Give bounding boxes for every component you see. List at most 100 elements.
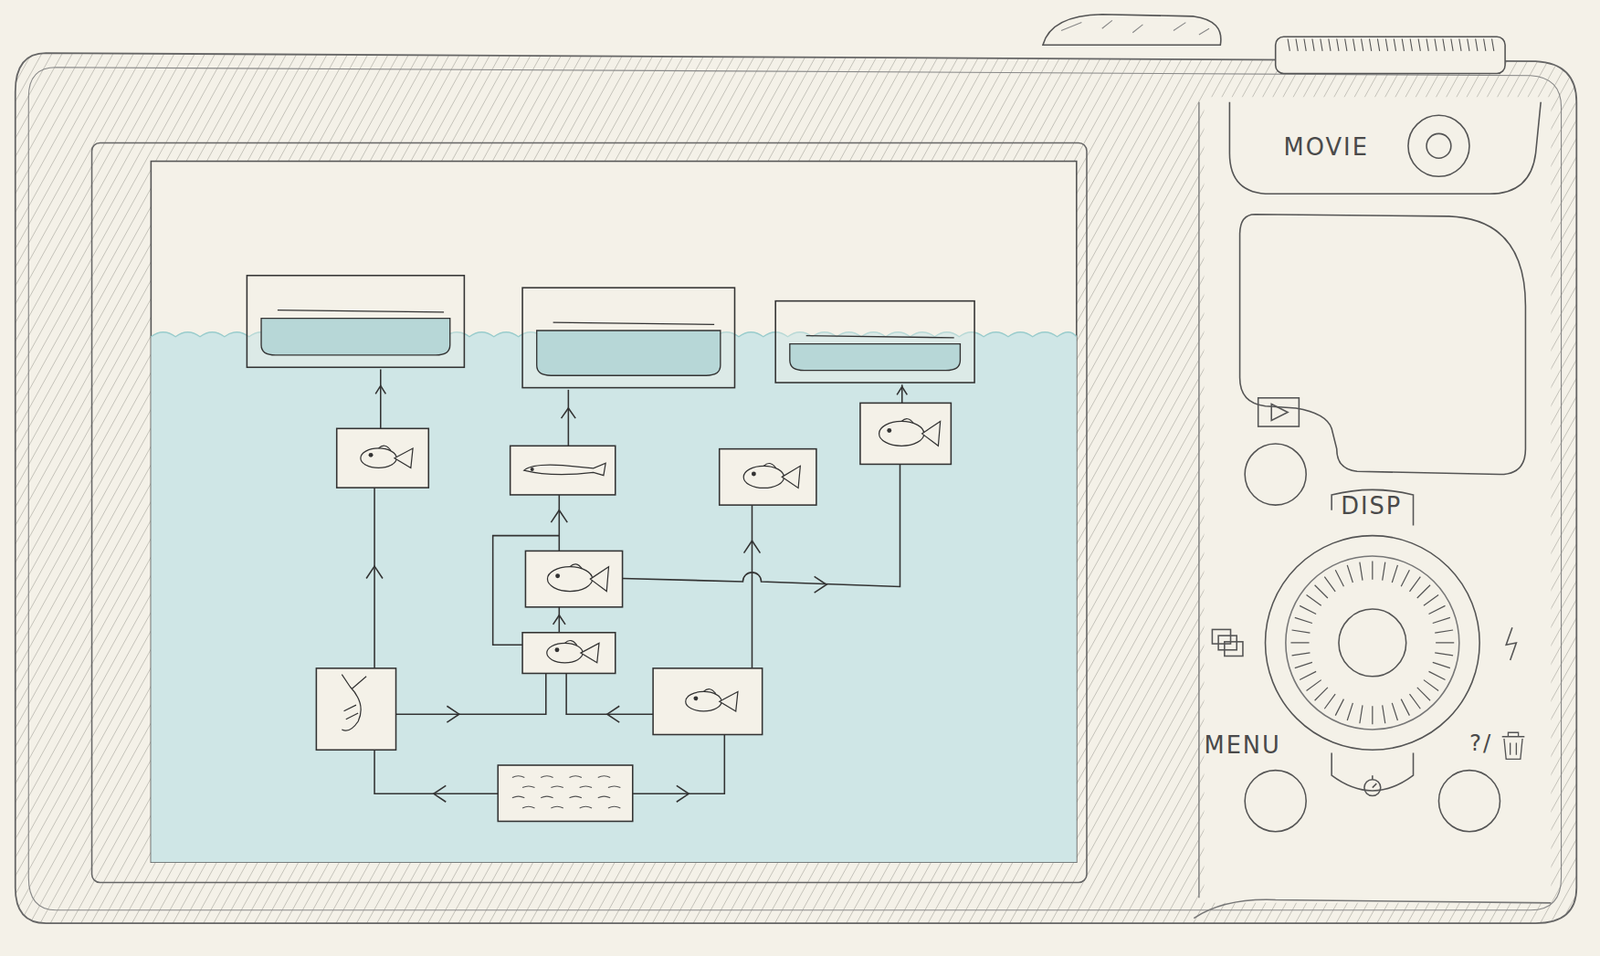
hatch-stroke (1153, 0, 1600, 956)
flow-line (558, 607, 561, 633)
box-frame (510, 445, 616, 495)
hatch-stroke (1203, 0, 1600, 956)
fish-tail (781, 465, 800, 488)
tank-frame (522, 287, 735, 389)
water (150, 332, 1076, 863)
fish-tail (589, 567, 609, 592)
tank-water (536, 330, 721, 376)
tank-rim (553, 322, 716, 325)
flow-line (622, 463, 901, 587)
tank-water (789, 344, 961, 371)
box-frame (719, 449, 817, 506)
hatch-stroke (1061, 0, 1592, 956)
fish-eye (368, 452, 374, 458)
burst-icon (1218, 635, 1237, 651)
box-frame (497, 765, 632, 822)
fish-eye (693, 695, 698, 701)
hatch-stroke (0, 0, 42, 956)
hatch-stroke (1122, 0, 1600, 956)
control-wheel (1265, 536, 1481, 751)
timer-tab (1331, 753, 1413, 791)
fish-fin (901, 419, 914, 424)
holding-tank (775, 301, 975, 383)
fish-tail (719, 691, 738, 711)
wheel-ridges (1290, 561, 1454, 726)
plankton (512, 776, 621, 809)
ok-button (1338, 609, 1407, 677)
hatch-stroke (1489, 0, 1600, 956)
flow-line (396, 673, 547, 715)
help-delete-button (1438, 770, 1500, 832)
lcd-screen (150, 161, 1076, 864)
hatch-stroke (0, 0, 93, 956)
hatch-stroke (1510, 0, 1600, 956)
fish-fin (763, 463, 776, 468)
arrow-head (446, 705, 459, 723)
wheel-ring (1285, 556, 1460, 730)
hatch-stroke (1581, 0, 1600, 956)
shutter-texture (1061, 20, 1210, 35)
tank-frame (775, 301, 975, 383)
fish-fin (564, 641, 577, 646)
fish-tail (580, 642, 600, 663)
hatch-stroke (1132, 0, 1600, 956)
arrow-head (676, 785, 689, 802)
fish-body (360, 448, 397, 468)
arrow-head (553, 615, 566, 625)
hatch-stroke (1275, 0, 1600, 956)
hatch-stroke (1347, 0, 1600, 956)
fish-fin (569, 564, 582, 569)
hatch-stroke (1459, 0, 1600, 956)
hatch-stroke (1102, 0, 1600, 956)
movie-recess (1229, 102, 1541, 195)
flow-line (374, 749, 498, 794)
hatch-stroke (1173, 0, 1600, 956)
box-frame (652, 668, 763, 736)
timer-icon-hand (1372, 775, 1377, 788)
button-label: MENU (1203, 734, 1281, 758)
mode-dial (1275, 36, 1506, 74)
arrow-head (366, 566, 383, 579)
organism-box (510, 445, 616, 495)
fish-eye (886, 428, 892, 433)
hatch-stroke (1357, 0, 1600, 956)
box-frame (525, 550, 622, 607)
hatch-stroke (1398, 0, 1600, 956)
arrow-head (896, 386, 907, 395)
thumb-rest (1240, 214, 1527, 475)
control-panel (1193, 102, 1551, 919)
fish-eye (751, 472, 757, 477)
hatch-stroke (1244, 0, 1600, 956)
hatch-stroke (1214, 0, 1600, 956)
camera-body (15, 52, 1578, 924)
hatch-stroke (1418, 0, 1600, 956)
hatch-stroke (1163, 0, 1600, 956)
fish-eye (555, 573, 560, 579)
hatch-stroke (1092, 0, 1600, 956)
fish-eye (530, 467, 535, 472)
arrow-head (375, 385, 386, 394)
flow-line (751, 505, 754, 669)
organism-box (522, 632, 616, 674)
box-frame (522, 632, 616, 674)
fish-eye (555, 647, 560, 653)
hatch-stroke (1591, 0, 1600, 956)
hatch-stroke (1550, 0, 1600, 956)
hatch-stroke (1561, 0, 1600, 956)
menu-button (1244, 770, 1306, 832)
holding-tank (246, 275, 464, 369)
timer-icon (1364, 779, 1381, 797)
box-frame (315, 668, 396, 750)
hatch-stroke (1367, 0, 1600, 956)
play-icon-frame (1258, 398, 1300, 427)
box-frame (336, 428, 430, 488)
fish-tail (394, 448, 413, 468)
flow-line (493, 494, 560, 645)
fish-body (547, 642, 583, 663)
hatch-stroke (1540, 0, 1600, 956)
hatch-stroke (1112, 0, 1600, 956)
arrow-head (607, 705, 620, 723)
hatch-stroke (0, 0, 11, 956)
hatch-stroke (1010, 0, 1541, 956)
arrow-head (744, 540, 761, 553)
